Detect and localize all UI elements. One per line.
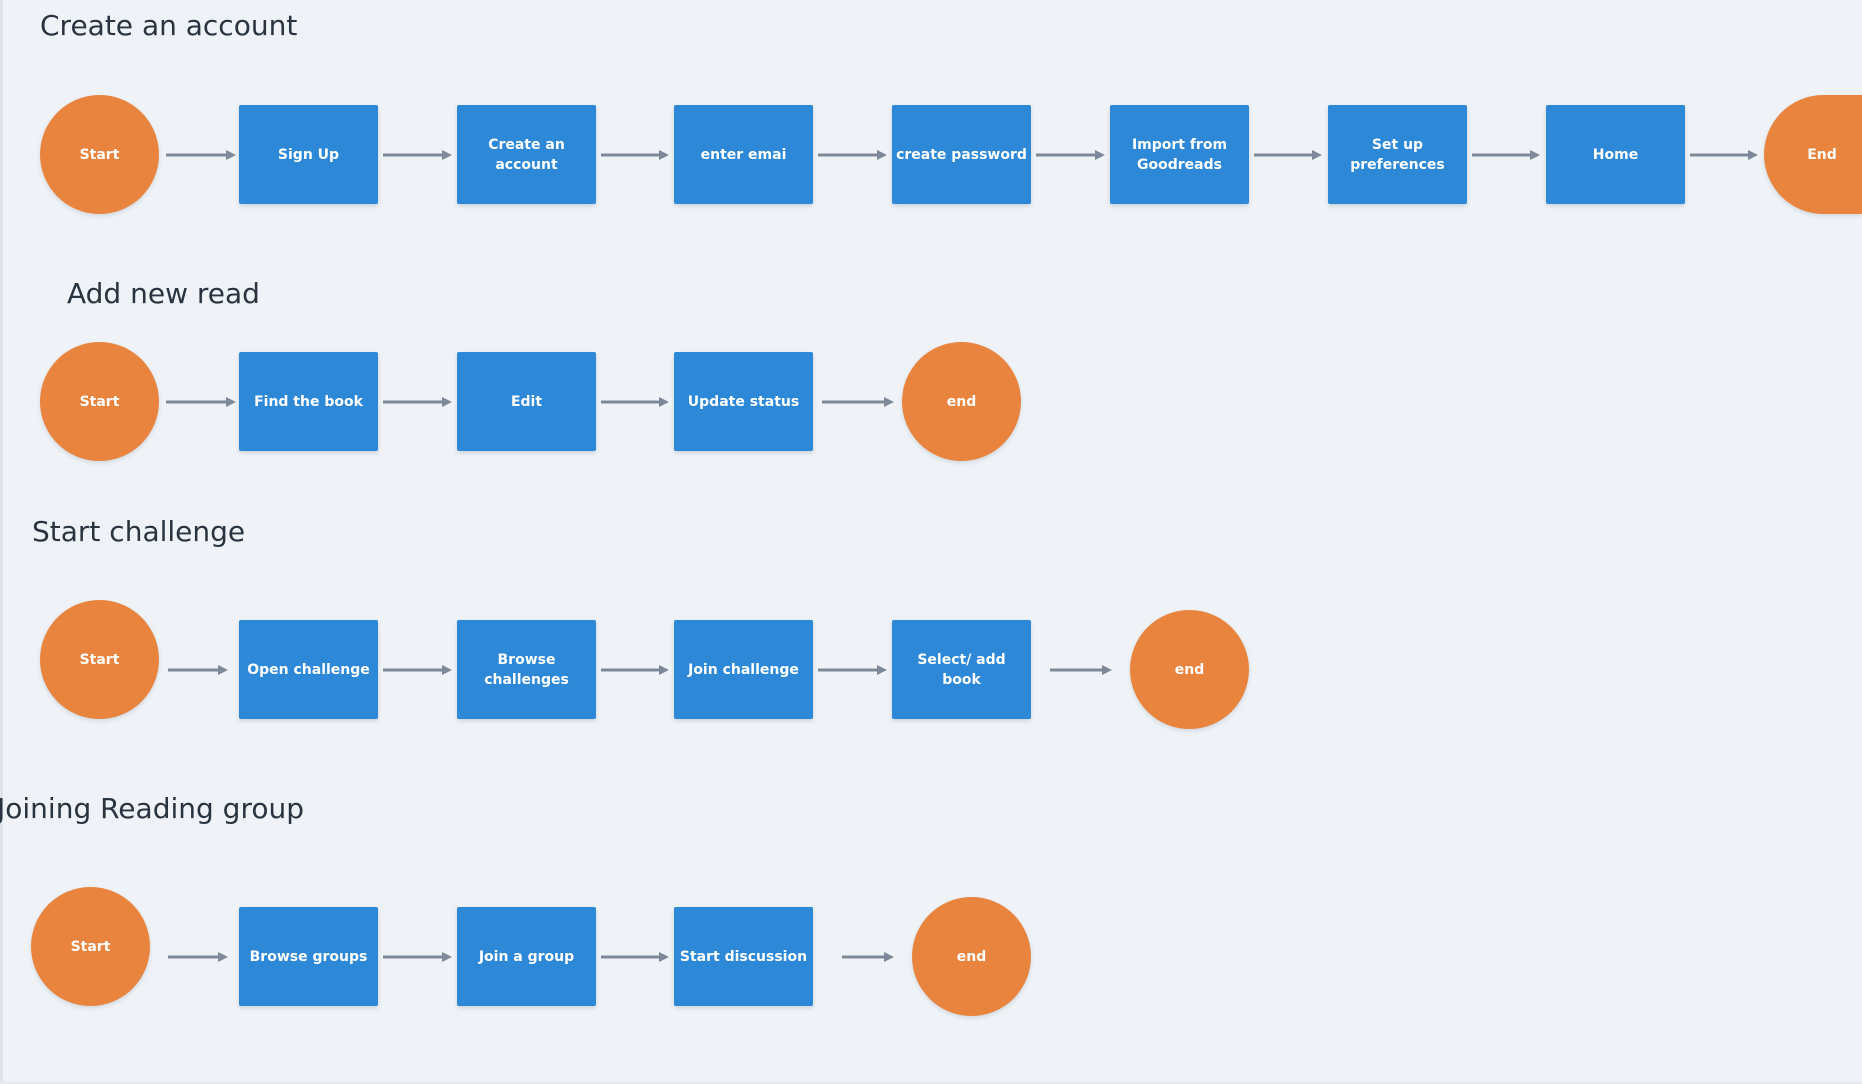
select-add-book-step[interactable]: Select/ add book: [892, 620, 1031, 719]
connector-arrow: [383, 952, 452, 962]
browse-challenges-step[interactable]: Browse challenges: [457, 620, 596, 719]
canvas-bottom-edge: [0, 1082, 1862, 1084]
end-node[interactable]: End: [1764, 95, 1862, 214]
start-node[interactable]: Start: [40, 342, 159, 461]
connector-arrow: [1254, 150, 1322, 160]
find-the-book-step[interactable]: Find the book: [239, 352, 378, 451]
end-node[interactable]: end: [1130, 610, 1249, 729]
start-discussion-step[interactable]: Start discussion: [674, 907, 813, 1006]
connector-arrow: [601, 397, 669, 407]
node-label: Start: [79, 651, 120, 668]
connector-arrow: [383, 665, 452, 675]
sign-up-step[interactable]: Sign Up: [239, 105, 378, 204]
create-account-step[interactable]: Create an account: [457, 105, 596, 204]
node-label: Home: [1592, 146, 1639, 163]
start-node[interactable]: Start: [40, 600, 159, 719]
connector-arrow: [383, 150, 452, 160]
connector-arrow: [818, 665, 887, 675]
connector-arrow: [1050, 665, 1112, 675]
node-label: End: [1807, 146, 1837, 163]
end-node[interactable]: end: [902, 342, 1021, 461]
connector-arrow: [1472, 150, 1540, 160]
connector-arrow: [601, 150, 669, 160]
end-node[interactable]: end: [912, 897, 1031, 1016]
connector-arrow: [822, 397, 894, 407]
node-label: Start: [79, 146, 120, 163]
set-up-preferences-step[interactable]: Set up preferences: [1328, 105, 1467, 204]
node-label: Join a group: [478, 948, 575, 965]
canvas-left-edge: [0, 0, 3, 1084]
start-node[interactable]: Start: [31, 887, 150, 1006]
flow-title-start-challenge: Start challenge: [32, 515, 246, 548]
node-label: Start discussion: [679, 948, 808, 965]
connector-arrow: [1690, 150, 1758, 160]
node-label: Browse groups: [249, 948, 368, 965]
node-label: Join challenge: [688, 661, 799, 678]
edit-step[interactable]: Edit: [457, 352, 596, 451]
node-label: Open challenge: [247, 661, 370, 678]
connector-arrow: [166, 150, 236, 160]
connector-arrow: [601, 665, 669, 675]
connector-arrow: [842, 952, 894, 962]
update-status-step[interactable]: Update status: [674, 352, 813, 451]
import-goodreads-step[interactable]: Import from Goodreads: [1110, 105, 1249, 204]
join-challenge-step[interactable]: Join challenge: [674, 620, 813, 719]
node-label: Browse challenges: [484, 651, 569, 688]
flow-title-add-new-read: Add new read: [67, 277, 260, 310]
connector-arrow: [1036, 150, 1105, 160]
connector-arrow: [168, 665, 228, 675]
node-label: Find the book: [254, 393, 363, 410]
node-label: enter emai: [700, 146, 787, 163]
node-label: Create an account: [488, 136, 565, 173]
node-label: end: [956, 948, 987, 965]
home-step[interactable]: Home: [1546, 105, 1685, 204]
node-label: Start: [79, 393, 120, 410]
node-label: Set up preferences: [1350, 136, 1445, 173]
node-label: Edit: [510, 393, 543, 410]
flow-title-joining-reading-group: Joining Reading group: [0, 792, 304, 825]
node-label: Sign Up: [277, 146, 340, 163]
join-a-group-step[interactable]: Join a group: [457, 907, 596, 1006]
create-password-step[interactable]: create password: [892, 105, 1031, 204]
connector-arrow: [166, 397, 236, 407]
connector-arrow: [168, 952, 228, 962]
browse-groups-step[interactable]: Browse groups: [239, 907, 378, 1006]
connector-arrow: [601, 952, 669, 962]
node-label: Import from Goodreads: [1131, 136, 1228, 173]
start-node[interactable]: Start: [40, 95, 159, 214]
node-label: end: [946, 393, 977, 410]
connector-arrow: [383, 397, 452, 407]
node-label: create password: [896, 146, 1027, 163]
node-label: Start: [70, 938, 111, 955]
connector-arrow: [818, 150, 887, 160]
node-label: end: [1174, 661, 1205, 678]
node-label: Update status: [687, 393, 800, 410]
node-label: Select/ add book: [917, 651, 1006, 688]
open-challenge-step[interactable]: Open challenge: [239, 620, 378, 719]
enter-email-step[interactable]: enter emai: [674, 105, 813, 204]
flow-title-create-account: Create an account: [40, 9, 298, 42]
